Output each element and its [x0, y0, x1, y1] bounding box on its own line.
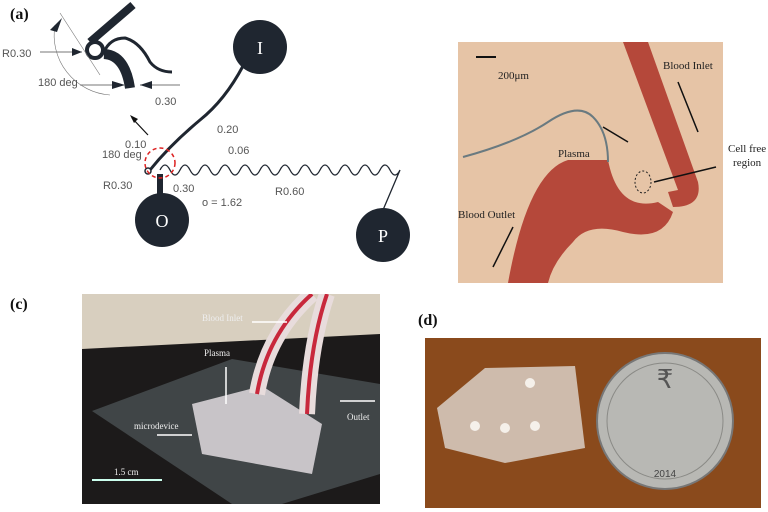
panel-label-c: (c) [10, 296, 28, 313]
panel-label-d: (d) [418, 312, 438, 329]
rupee-symbol: ₹ [657, 365, 674, 394]
setup-photo: Blood Inlet Plasma Outlet microdevice 1.… [82, 294, 380, 504]
micrograph-photo: 200μm Blood Inlet Plasma Blood Outlet [458, 42, 723, 283]
coin-year: 2014 [654, 469, 677, 480]
label-plasma: Plasma [558, 148, 590, 160]
label-plasma: Plasma [204, 348, 230, 358]
dim-010: 0.10 [125, 139, 146, 151]
dim-020: 0.20 [217, 124, 238, 136]
coin [596, 352, 734, 490]
serpentine-channel [159, 164, 401, 211]
dim-o: o = 1.62 [202, 197, 242, 209]
coin-photo: ₹ 2014 [425, 338, 761, 508]
dim-030: 0.30 [155, 96, 176, 108]
port-plasma: P [356, 208, 410, 262]
dim-180deg-b: 180 deg [102, 149, 142, 161]
label-cell-free: Cell free [728, 143, 767, 155]
svg-text:P: P [378, 226, 388, 246]
highlight-circle [144, 147, 176, 179]
dim-030-b: 0.30 [173, 183, 194, 195]
label-blood-inlet: Blood Inlet [202, 313, 243, 323]
inset-detail: R0.30 180 deg 0.30 [2, 1, 180, 108]
scale-bar-label: 200μm [498, 70, 529, 82]
port-inlet: I [233, 20, 287, 74]
label-microdevice: microdevice [134, 421, 178, 431]
label-blood-outlet: Blood Outlet [458, 209, 515, 221]
dim-006: 0.06 [228, 145, 249, 157]
svg-text:I: I [257, 38, 263, 58]
label-region: region [733, 157, 762, 169]
port-outlet: O [135, 193, 189, 247]
label-outlet: Outlet [347, 412, 370, 422]
dim-r030-b: R0.30 [103, 180, 132, 192]
dim-180deg: 180 deg [38, 77, 78, 89]
dim-r030: R0.30 [2, 48, 31, 60]
label-blood-inlet: Blood Inlet [663, 60, 713, 72]
channel-schematic: R0.30 180 deg 0.30 I O P 0.20 0.10 180 d… [2, 1, 410, 262]
panel-label-a: (a) [10, 6, 29, 23]
svg-text:O: O [156, 211, 169, 231]
scale-bar-label: 1.5 cm [114, 467, 139, 477]
dim-r060: R0.60 [275, 186, 304, 198]
